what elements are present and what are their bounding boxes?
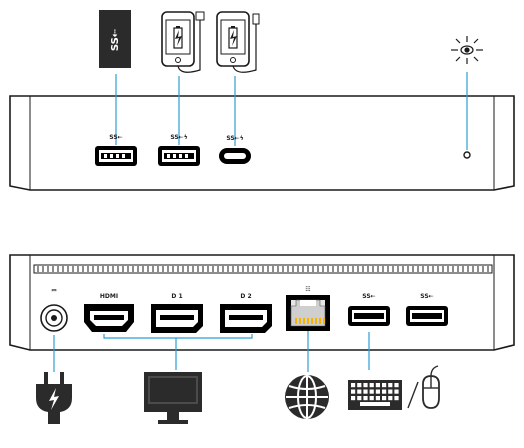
keyboard-key <box>388 396 393 401</box>
keyboard-keys <box>351 383 399 406</box>
keyboard-key <box>357 389 362 394</box>
keyboard-key <box>351 383 356 388</box>
vent-slots <box>37 266 489 272</box>
keyboard-key <box>351 396 356 401</box>
keyboard-key <box>382 383 387 388</box>
rear-view: ⎓ HDMI D 1 D 2 ☷ SS⇠ SS⇠ <box>9 254 515 424</box>
keyboard-key <box>394 396 399 401</box>
usb-stick-icon: SS⇠ <box>99 10 131 68</box>
keyboard-key <box>363 389 368 394</box>
hdmi-port[interactable] <box>84 304 134 332</box>
keyboard-key <box>382 396 387 401</box>
front-usb3-charge-port[interactable] <box>158 146 200 166</box>
keyboard-key <box>394 383 399 388</box>
keyboard-icon <box>348 380 402 410</box>
rear-usb3-2-label: SS⇠ <box>420 293 433 300</box>
rear-usb3-port-1[interactable] <box>348 306 390 326</box>
keyboard-key <box>357 383 362 388</box>
keyboard-key <box>363 383 368 388</box>
phone-charge-icon <box>161 11 205 73</box>
front-usb3-charge-label: SS⇠ϟ <box>170 134 187 141</box>
front-view: SS⇠ <box>9 10 515 191</box>
ethernet-pins <box>295 318 325 324</box>
keyboard-key <box>394 389 399 394</box>
keyboard-key <box>375 389 380 394</box>
phone-charge-icon <box>216 11 260 73</box>
slash-divider <box>407 381 419 409</box>
front-usb3-label: SS⇠ <box>109 134 122 141</box>
front-usbc-label: SS⇠ϟ <box>226 135 243 142</box>
svg-text:SS⇠: SS⇠ <box>110 28 121 51</box>
hdmi-label: HDMI <box>100 293 118 300</box>
keyboard-spacebar <box>360 402 390 406</box>
rear-usb3-1-label: SS⇠ <box>362 293 375 300</box>
ethernet-port[interactable] <box>286 295 330 331</box>
rear-callout-lines <box>53 330 370 372</box>
keyboard-key <box>369 396 374 401</box>
keyboard-key <box>369 383 374 388</box>
keyboard-key <box>388 389 393 394</box>
globe-network-icon <box>285 375 329 419</box>
mouse-icon <box>422 365 440 409</box>
rear-usb3-port-2[interactable] <box>406 306 448 326</box>
keyboard-key <box>388 383 393 388</box>
front-callout-lines <box>115 72 468 150</box>
keyboard-key <box>357 396 362 401</box>
keyboard-key <box>375 396 380 401</box>
power-plug-icon <box>36 372 72 424</box>
front-dock-body <box>9 95 515 191</box>
dc-in-label: ⎓ <box>52 287 57 294</box>
power-led-icon <box>451 36 483 64</box>
keyboard-key <box>382 389 387 394</box>
keyboard-key <box>369 389 374 394</box>
monitor-icon <box>144 372 202 424</box>
ethernet-label: ☷ <box>305 286 310 293</box>
displayport-1-port[interactable] <box>151 304 203 333</box>
dp2-label: D 2 <box>240 293 251 300</box>
power-led <box>463 151 471 159</box>
displayport-2-port[interactable] <box>220 304 272 333</box>
keyboard-key <box>363 396 368 401</box>
keyboard-key <box>351 389 356 394</box>
keyboard-key <box>375 383 380 388</box>
front-usbc-port[interactable] <box>219 148 251 164</box>
front-usb3-port[interactable] <box>95 146 137 166</box>
dp1-label: D 1 <box>171 293 182 300</box>
dc-in-port[interactable] <box>40 304 68 332</box>
